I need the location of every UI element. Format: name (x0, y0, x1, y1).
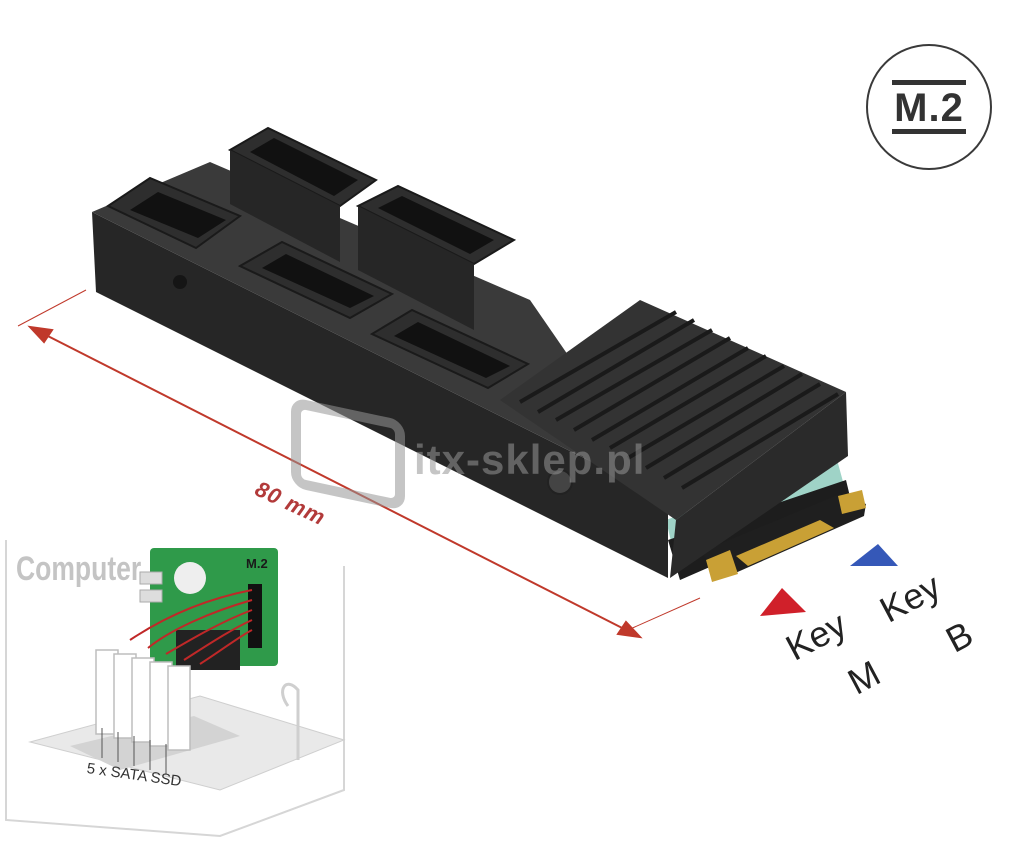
inset-computer-label: Computer (16, 550, 142, 588)
m2-edge-connector (700, 490, 866, 582)
sata-port-3 (355, 184, 517, 330)
inset-card-label: M.2 (246, 556, 268, 571)
sata-port-5 (369, 308, 531, 390)
m2-badge: M.2 (866, 44, 992, 170)
ssd-stack (95, 649, 191, 751)
watermark-text: itx-sklep.pl (414, 436, 646, 483)
inset-illustration (5, 540, 346, 838)
m2-badge-label: M.2 (892, 80, 966, 134)
heatsink-fins (519, 310, 840, 490)
mount-hole (173, 275, 187, 289)
key-m-marker (760, 588, 806, 616)
key-b-marker (850, 544, 898, 566)
sata-port-2 (227, 126, 378, 262)
watermark-logo (291, 399, 405, 509)
sata-port-1 (105, 176, 243, 250)
dimension-arrow (17, 289, 701, 639)
sata-port-4 (237, 240, 395, 320)
